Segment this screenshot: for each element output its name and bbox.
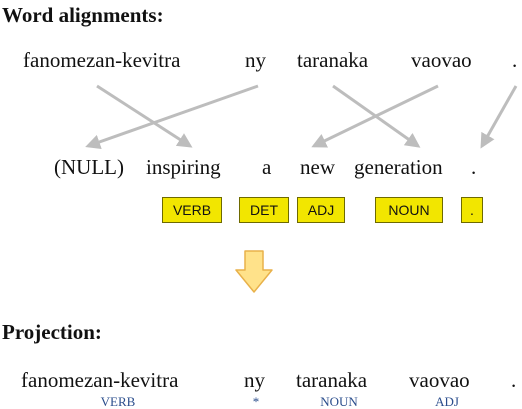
source-token: ny <box>245 48 266 72</box>
projected-token: . <box>511 368 517 392</box>
projected-token: taranaka <box>296 368 368 392</box>
pos-tag-det: DET <box>239 197 289 223</box>
target-token: new <box>300 155 335 179</box>
alignment-link <box>480 85 518 149</box>
projection-heading: Projection: <box>2 320 102 344</box>
pos-tag-adj: ADJ <box>297 197 345 223</box>
word-alignments-heading: Word alignments: <box>2 3 164 27</box>
alignment-link <box>311 84 439 148</box>
projected-tag: VERB <box>100 394 136 409</box>
target-token: a <box>262 155 272 179</box>
projected-token: ny <box>244 368 265 392</box>
projected-token: vaovao <box>409 368 470 392</box>
projected-token: fanomezan-kevitra <box>21 368 179 392</box>
pos-tag-noun: NOUN <box>375 197 443 223</box>
target-token: . <box>471 155 477 179</box>
alignment-link <box>96 84 193 148</box>
target-token: generation <box>354 155 443 179</box>
projected-tag: * <box>252 394 260 409</box>
source-token: taranaka <box>297 48 369 72</box>
projected-tag: NOUN <box>320 394 358 409</box>
source-token: vaovao <box>411 48 472 72</box>
down-arrow-icon <box>235 250 273 293</box>
target-token: (NULL) <box>54 155 124 179</box>
pos-tag-verb: VERB <box>162 197 222 223</box>
source-token: . <box>512 48 518 72</box>
projected-tag: ADJ <box>435 394 459 409</box>
pos-tag-punct: . <box>461 197 483 223</box>
source-token: fanomezan-kevitra <box>23 48 181 72</box>
target-token: inspiring <box>146 155 221 179</box>
alignment-link <box>85 84 259 150</box>
